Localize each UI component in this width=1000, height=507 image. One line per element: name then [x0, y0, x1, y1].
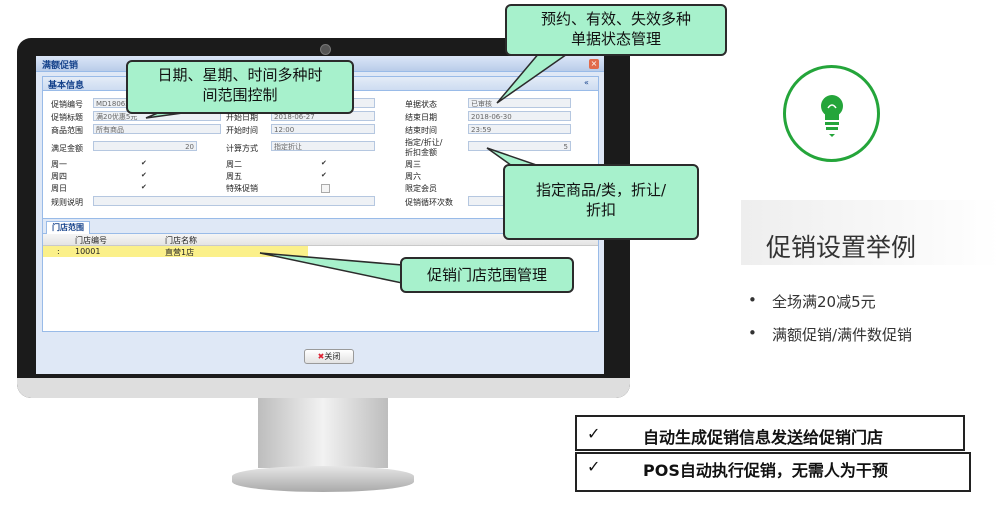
special-promo-checkbox[interactable] — [321, 184, 330, 193]
table-row[interactable]: : 10001 直营1店 — [43, 246, 308, 257]
min-amount-field[interactable]: 20 — [93, 141, 197, 151]
title-band — [741, 200, 1000, 265]
callout-status-line1: 预约、有效、失效多种 — [540, 10, 691, 28]
basic-info-title: 基本信息 — [48, 81, 85, 91]
weekday-tue-checkbox[interactable]: ✔ — [321, 159, 327, 167]
feature-text: 自动生成促销信息发送给促销门店 — [643, 428, 884, 447]
callout-time-line1: 日期、星期、时间多种时 — [157, 66, 323, 84]
weekday-fri-checkbox[interactable]: ✔ — [321, 171, 327, 179]
weekday-sat-label: 周六 — [405, 172, 421, 181]
col-store-name[interactable]: 门店名称 — [165, 236, 197, 245]
promo-no-label: 促销编号 — [51, 100, 83, 109]
close-button-label: 关闭 — [324, 352, 341, 361]
close-button[interactable]: ✖关闭 — [304, 349, 354, 364]
weekday-thu-label: 周四 — [51, 172, 67, 181]
calc-method-label: 计算方式 — [226, 144, 258, 153]
callout-goods-discount: 指定商品/类，折让/ 折扣 — [503, 164, 699, 240]
window-close-icon[interactable]: × — [589, 59, 599, 69]
store-grid-header: 门店编号 门店名称 — [43, 234, 598, 246]
end-date-label: 结束日期 — [405, 113, 437, 122]
weekday-tue-label: 周二 — [226, 160, 242, 169]
weekday-thu-checkbox[interactable]: ✔ — [141, 171, 147, 179]
member-limit-label: 限定会员 — [405, 184, 437, 193]
callout-time-range: 日期、星期、时间多种时 间范围控制 — [126, 60, 354, 114]
weekday-sun-label: 周日 — [51, 184, 67, 193]
monitor-chin — [17, 378, 630, 398]
store-tab-strip: 门店范围 — [43, 219, 598, 234]
webcam-icon — [320, 44, 331, 55]
discount-field[interactable]: 5 — [468, 141, 571, 151]
weekday-mon-checkbox[interactable]: ✔ — [141, 159, 147, 167]
bullet-icon: • — [748, 324, 757, 342]
callout-goods-line2: 折扣 — [585, 201, 616, 219]
col-store-code[interactable]: 门店编号 — [75, 236, 107, 245]
weekday-wed-label: 周三 — [405, 160, 421, 169]
close-icon: ✖ — [317, 352, 325, 361]
callout-status-management: 预约、有效、失效多种 单据状态管理 — [505, 4, 727, 56]
lightbulb-icon — [821, 95, 843, 137]
store-code-cell: 10001 — [75, 247, 101, 256]
promo-example-title: 促销设置举例 — [766, 233, 917, 262]
weekday-mon-label: 周一 — [51, 160, 67, 169]
promo-title-label: 促销标题 — [51, 113, 83, 122]
calc-method-select[interactable]: 指定折让 — [271, 141, 375, 151]
monitor-stand-base — [232, 466, 414, 492]
callout-status-line2: 单据状态管理 — [570, 30, 661, 48]
feature-check-row: ✓ 自动生成促销信息发送给促销门店 — [575, 415, 965, 451]
start-date-label: 开始日期 — [226, 113, 258, 122]
callout-time-line2: 间范围控制 — [202, 86, 278, 104]
monitor-stand-neck — [258, 398, 388, 468]
special-promo-label: 特殊促销 — [226, 184, 258, 193]
row-marker: : — [57, 247, 60, 256]
check-icon: ✓ — [587, 457, 601, 476]
product-range-select[interactable]: 所有商品 — [93, 124, 221, 134]
end-date-field[interactable]: 2018-06-30 — [468, 111, 571, 121]
product-range-label: 商品范围 — [51, 126, 83, 135]
callout-store-range: 促销门店范围管理 — [400, 257, 574, 293]
feature-text: POS自动执行促销，无需人为干预 — [643, 461, 888, 480]
discount-label-line1: 指定/折让/ — [405, 138, 443, 147]
status-label: 单据状态 — [405, 100, 437, 109]
check-icon: ✓ — [587, 424, 601, 443]
store-name-cell: 直营1店 — [165, 248, 195, 257]
pointer-status — [496, 51, 573, 104]
window-title: 满额促销 — [42, 61, 79, 71]
feature-check-row: ✓ POS自动执行促销，无需人为干预 — [575, 452, 971, 492]
rule-desc-field[interactable] — [93, 196, 375, 206]
bullet-icon: • — [748, 291, 757, 309]
tab-store-range[interactable]: 门店范围 — [46, 221, 90, 234]
min-amount-label: 满足金额 — [51, 144, 83, 153]
end-time-field[interactable]: 23:59 — [468, 124, 571, 134]
start-time-label: 开始时间 — [226, 126, 258, 135]
callout-goods-line1: 指定商品/类，折让/ — [535, 181, 667, 199]
loop-count-label: 促销循环次数 — [405, 198, 453, 207]
pointer-store — [259, 252, 403, 284]
rule-desc-label: 规则说明 — [51, 198, 83, 207]
weekday-fri-label: 周五 — [226, 172, 242, 181]
end-time-label: 结束时间 — [405, 126, 437, 135]
start-time-field[interactable]: 12:00 — [271, 124, 375, 134]
status-select[interactable]: 已审核 — [468, 98, 571, 108]
weekday-sun-checkbox[interactable]: ✔ — [141, 183, 147, 191]
bullet-item: 全场满20减5元 — [772, 293, 876, 311]
discount-label-line2: 折扣金额 — [405, 148, 437, 157]
bulb-badge — [783, 65, 880, 162]
collapse-icon[interactable]: « — [584, 78, 589, 87]
bullet-item: 满额促销/满件数促销 — [772, 326, 913, 344]
